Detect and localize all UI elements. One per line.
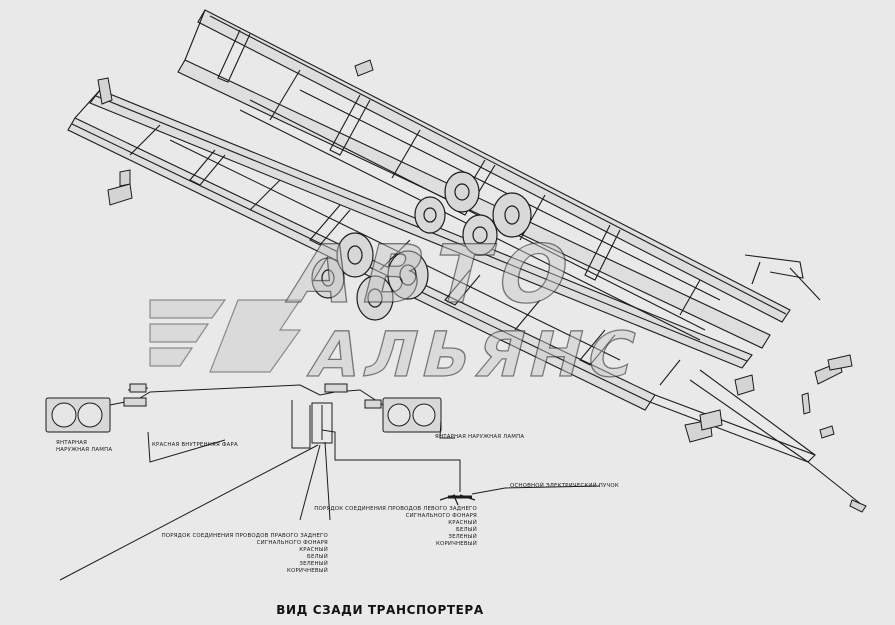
amber-lamp-right-label: ЯНТАРНАЯ НАРУЖНАЯ ЛАМПА [435,434,525,440]
red-inner-lamp-label: КРАСНАЯ ВНУТРЕННЯЯ ФАРА [152,442,238,448]
main-harness-label: ОСНОВНОЙ ЭЛЕКТРИЧЕСКИЙ ПУЧОК [510,483,619,489]
wiring [45,383,601,581]
watermark-text-2: АЛЬЯНС [302,317,649,391]
small-parts [97,59,867,513]
amber-lamp-left-label: ЯНТАРНАЯ НАРУЖНАЯ ЛАМПА [56,440,113,453]
left-lamp-order-label: ПОРЯДОК СОЕДИНЕНИЯ ПРОВОДОВ ЛЕВОГО ЗАДНЕ… [314,506,477,547]
right-lamp-order-label: ПОРЯДОК СОЕДИНЕНИЯ ПРОВОДОВ ПРАВОГО ЗАДН… [161,533,328,574]
wheels [311,171,532,321]
watermark-logo [149,299,302,373]
watermark-text-1: АВТО [280,227,590,321]
page-title: ВИД СЗАДИ ТРАНСПОРТЕРА [276,603,484,617]
